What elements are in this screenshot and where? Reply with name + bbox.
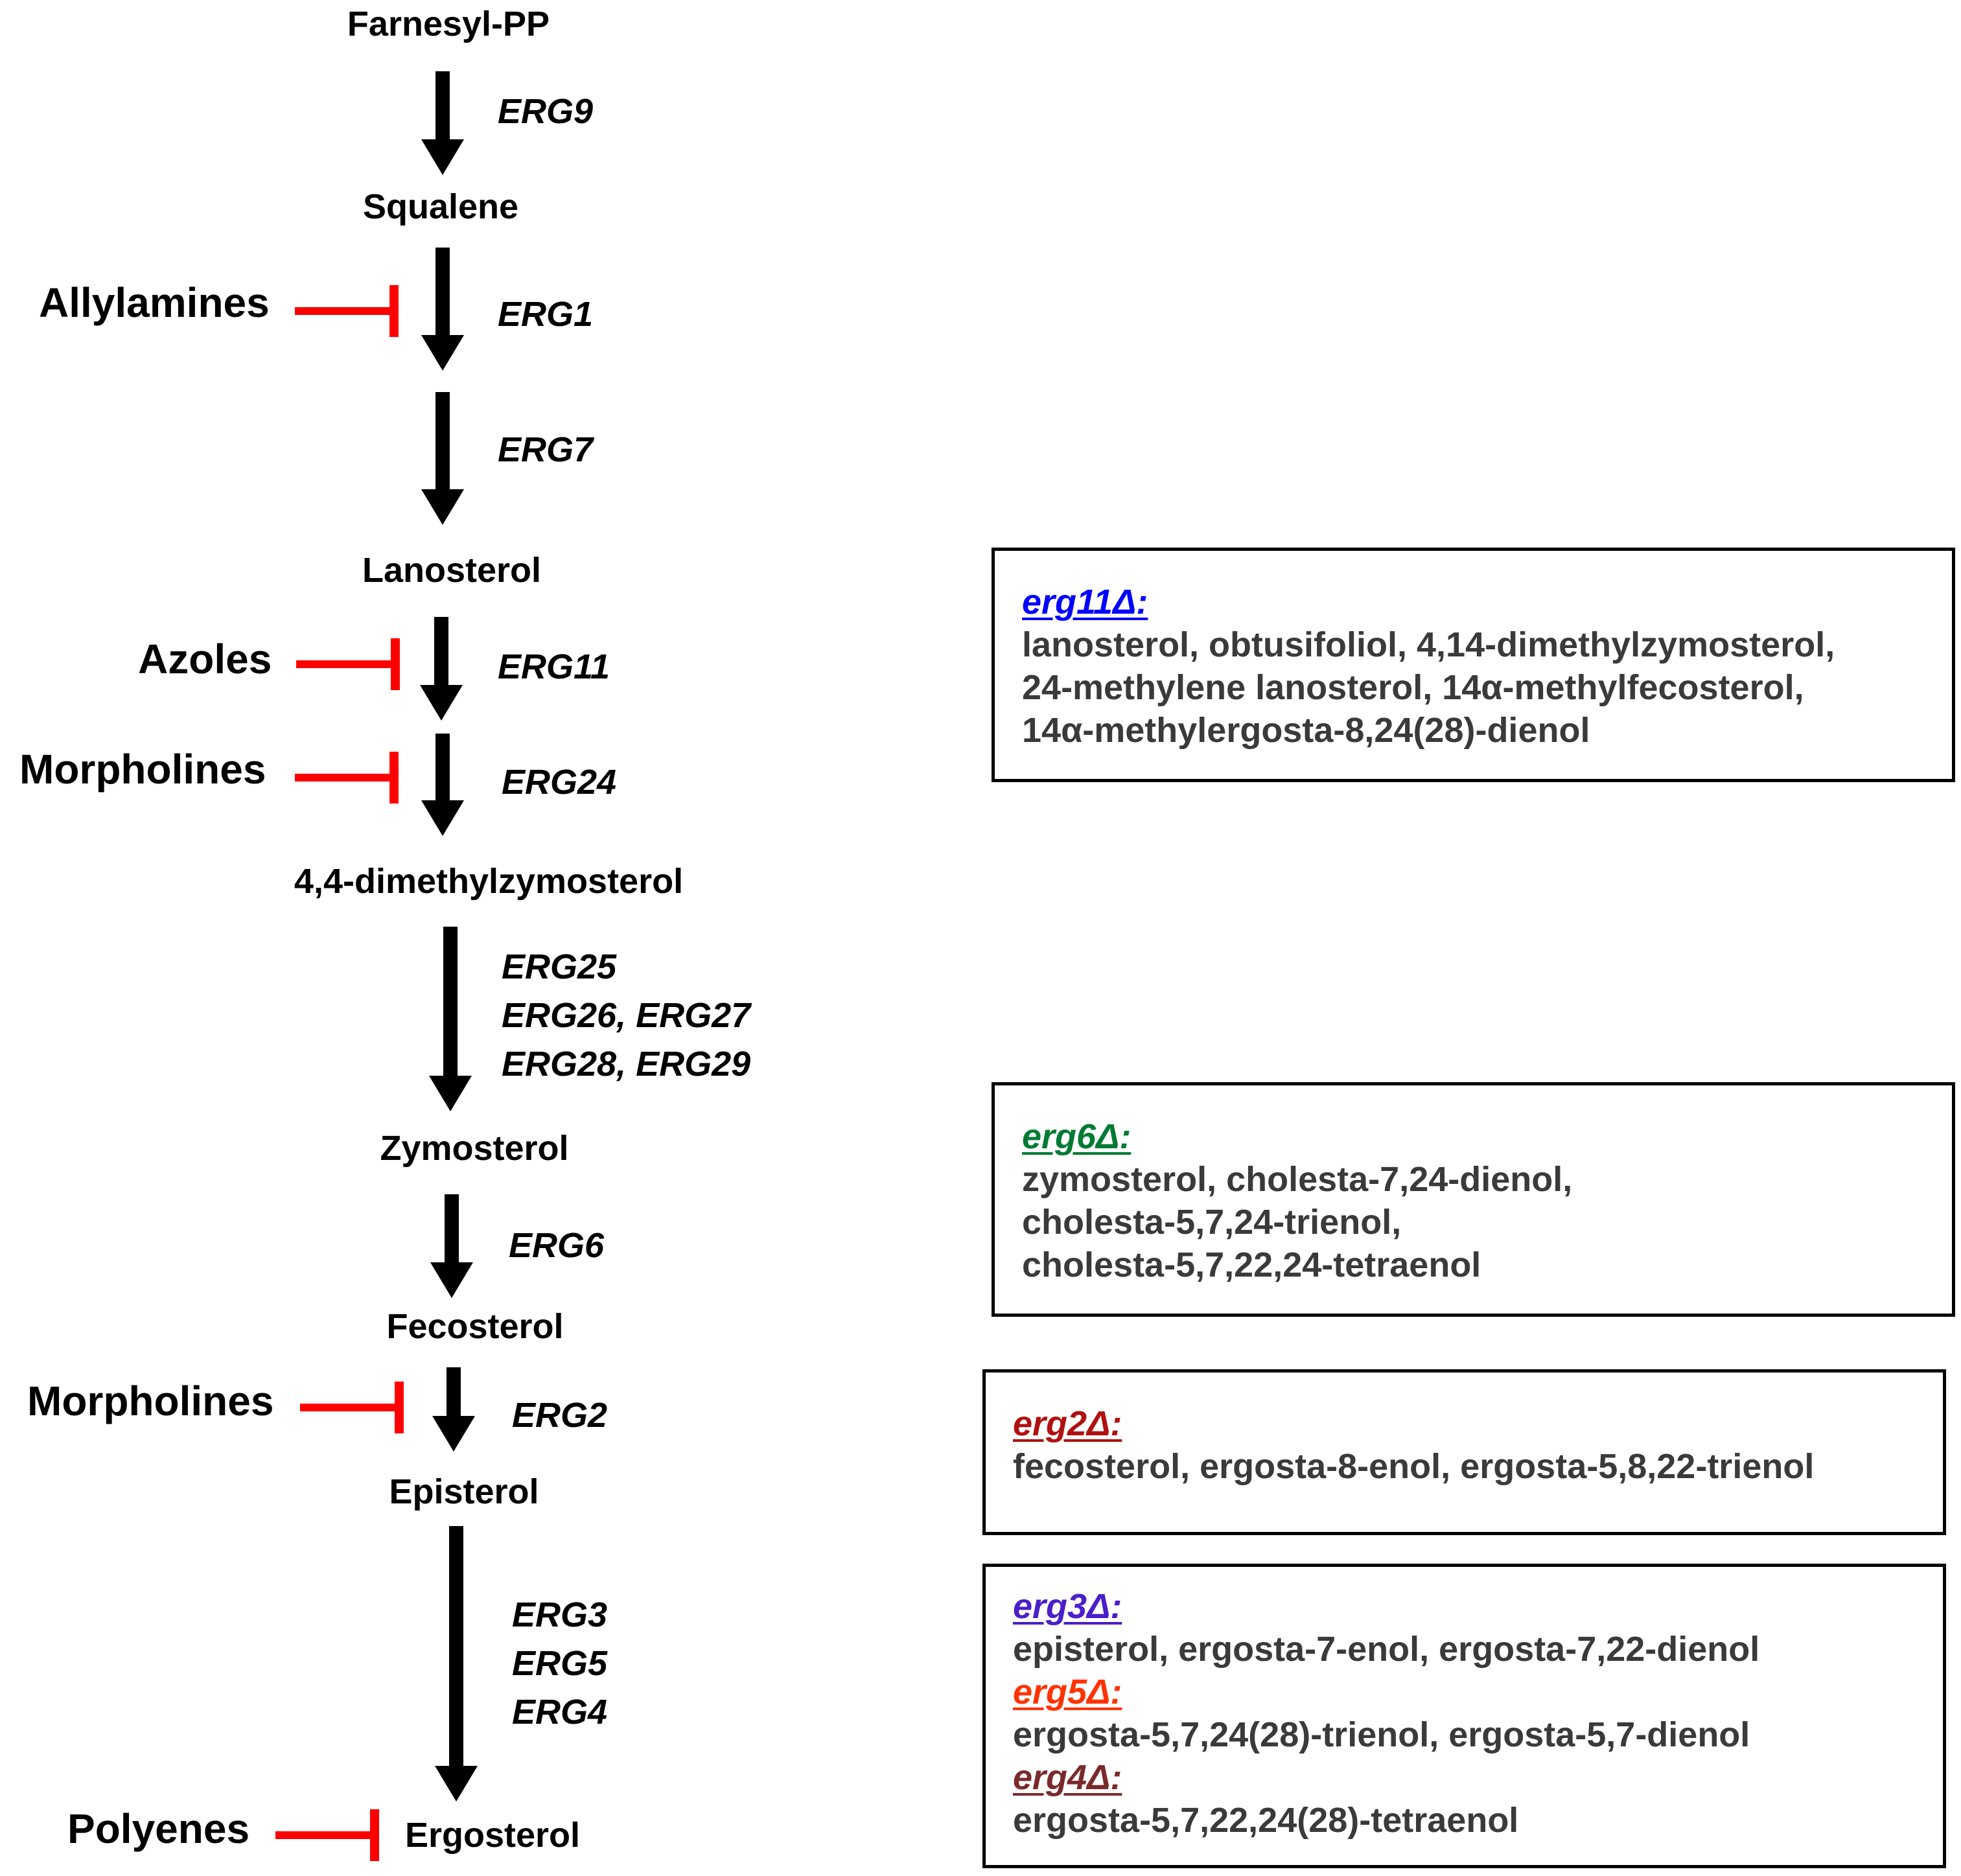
inhibitor-morpholines-erg2: Morpholines (27, 1378, 274, 1424)
arrow-erg24 (421, 734, 464, 836)
inhibitor-allylamines: Allylamines (39, 279, 270, 326)
metabolite-dimethylzymosterol: 4,4-dimethylzymosterol (294, 862, 684, 901)
metabolite-zymosterol: Zymosterol (380, 1129, 569, 1168)
arrow-lanosterol-erg11 (420, 617, 463, 721)
inhibitor-azoles: Azoles (138, 636, 272, 682)
metabolite-farnesyl-pp: Farnesyl-PP (347, 5, 550, 43)
arrow-dimethylzymosterol-to-zymosterol (429, 927, 472, 1111)
sterol-list-line: lanosterol, obtusifoliol, 4,14-dimethylz… (1022, 625, 1835, 664)
inhibitor-morpholines-erg24: Morpholines (19, 746, 266, 793)
arrow-zymosterol-to-fecosterol (430, 1194, 473, 1298)
metabolite-lanosterol: Lanosterol (362, 551, 542, 590)
gene-erg24: ERG24 (502, 763, 617, 802)
inhibition-bar-morpholines-erg24 (295, 752, 399, 804)
mutant-box-erg11: erg11Δ: lanosterol, obtusifoliol, 4,14-d… (992, 548, 1955, 782)
gene-erg1: ERG1 (498, 295, 594, 334)
mutant-label-erg5: erg5Δ: (1013, 1673, 1122, 1711)
sterol-list-line: cholesta-5,7,22,24-tetraenol (1022, 1245, 1481, 1284)
mutant-label-erg11: erg11Δ: (1022, 583, 1148, 621)
sterol-list-line: 14α-methylergosta-8,24(28)-dienol (1022, 711, 1590, 750)
sterol-list-line: fecosterol, ergosta-8-enol, ergosta-5,8,… (1013, 1447, 1815, 1486)
inhibition-bar-allylamines (295, 285, 399, 337)
mutant-box-erg2: erg2Δ: fecosterol, ergosta-8-enol, ergos… (982, 1369, 1946, 1535)
inhibition-bar-polyenes (275, 1809, 379, 1861)
mutant-label-erg3: erg3Δ: (1013, 1587, 1122, 1626)
sterol-list-line: ergosta-5,7,22,24(28)-tetraenol (1013, 1801, 1519, 1840)
inhibition-bar-azoles (296, 638, 400, 690)
gene-erg26-erg27: ERG26, ERG27 (502, 996, 751, 1036)
gene-erg3: ERG3 (512, 1595, 608, 1634)
metabolite-squalene: Squalene (362, 187, 519, 226)
gene-erg9: ERG9 (498, 92, 594, 131)
sterol-list-line: episterol, ergosta-7-enol, ergosta-7,22-… (1013, 1630, 1760, 1669)
metabolite-episterol: Episterol (389, 1472, 539, 1511)
arrow-squalene-to-erg1 (421, 248, 464, 371)
mutant-box-erg3-erg5-erg4: erg3Δ: episterol, ergosta-7-enol, ergost… (982, 1564, 1946, 1868)
arrow-fecosterol-to-episterol (432, 1367, 475, 1452)
mutant-box-erg6: erg6Δ: zymosterol, cholesta-7,24-dienol,… (992, 1082, 1955, 1317)
gene-erg5: ERG5 (512, 1644, 608, 1684)
metabolite-ergosterol: Ergosterol (404, 1816, 581, 1855)
arrow-farnesyl-to-squalene (421, 71, 464, 175)
gene-group-late: ERG3 ERG5 ERG4 (512, 1591, 607, 1737)
gene-erg6: ERG6 (509, 1226, 605, 1265)
sterol-list-line: zymosterol, cholesta-7,24-dienol, (1022, 1160, 1573, 1199)
mutant-label-erg2: erg2Δ: (1013, 1404, 1122, 1443)
gene-erg7: ERG7 (498, 430, 594, 469)
sterol-list-line: cholesta-5,7,24-trienol, (1022, 1203, 1402, 1242)
arrow-erg7-to-lanosterol (421, 392, 464, 525)
mutant-label-erg4: erg4Δ: (1013, 1758, 1122, 1797)
gene-erg4: ERG4 (512, 1693, 608, 1732)
gene-erg28-erg29: ERG28, ERG29 (502, 1045, 751, 1084)
gene-group-demethylation: ERG25 ERG26, ERG27 ERG28, ERG29 (502, 943, 750, 1089)
gene-erg2: ERG2 (512, 1396, 608, 1435)
inhibition-bar-morpholines-erg2 (300, 1382, 404, 1433)
metabolite-fecosterol: Fecosterol (386, 1307, 564, 1346)
gene-erg25: ERG25 (502, 947, 617, 986)
sterol-list-line: 24-methylene lanosterol, 14α-methylfecos… (1022, 668, 1804, 707)
mutant-label-erg6: erg6Δ: (1022, 1117, 1131, 1156)
sterol-list-line: ergosta-5,7,24(28)-trienol, ergosta-5,7-… (1013, 1715, 1750, 1754)
gene-erg11: ERG11 (498, 647, 610, 686)
arrow-episterol-to-ergosterol (435, 1526, 478, 1801)
inhibitor-polyenes: Polyenes (67, 1805, 250, 1852)
